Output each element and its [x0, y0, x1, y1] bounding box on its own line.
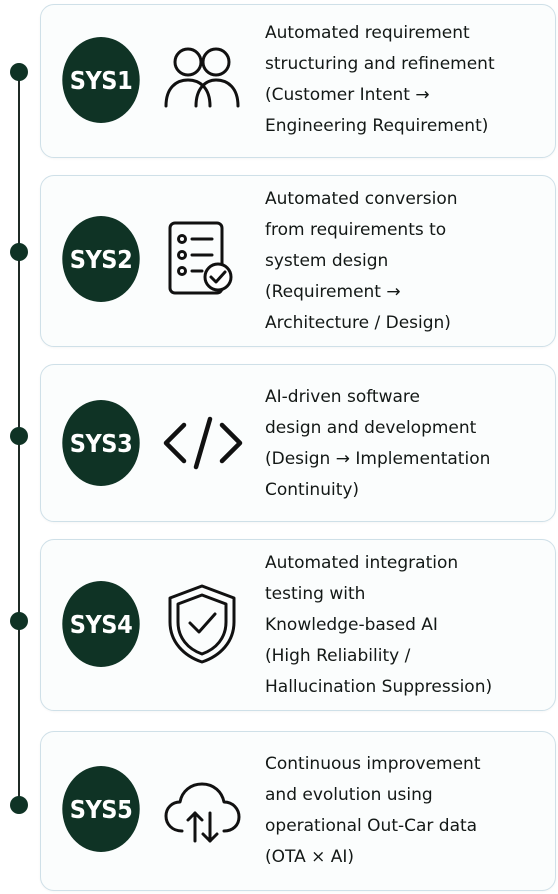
people-icon — [159, 37, 245, 123]
description-line: AI-driven software — [265, 387, 420, 407]
step-description: Automated integration testing with Knowl… — [265, 548, 545, 703]
step-card-sys1: SYS1 Automated requirement structuring a… — [40, 4, 556, 158]
code-icon — [159, 400, 245, 486]
description-line: (Design → Implementation — [265, 449, 491, 469]
timeline-dot-1 — [10, 63, 28, 81]
description-line: structuring and refinement — [265, 54, 495, 74]
description-line: and evolution using — [265, 785, 433, 805]
description-line: system design — [265, 251, 389, 271]
step-card-sys5: SYS5 Continuous improvement and evolutio… — [40, 731, 556, 891]
description-line: Engineering Requirement) — [265, 116, 489, 136]
step-badge: SYS1 — [62, 37, 140, 123]
timeline-dot-2 — [10, 243, 28, 261]
description-line: Automated requirement — [265, 23, 470, 43]
cloud-sync-icon — [159, 766, 245, 852]
step-description: Automated conversion from requirements t… — [265, 184, 545, 339]
description-line: Automated integration — [265, 553, 459, 573]
step-badge: SYS4 — [62, 581, 140, 667]
step-card-sys3: SYS3 AI-driven software design and devel… — [40, 364, 556, 522]
timeline-dot-5 — [10, 796, 28, 814]
description-line: Knowledge-based AI — [265, 615, 438, 635]
description-line: (OTA × AI) — [265, 847, 355, 867]
description-line: (Requirement → — [265, 282, 401, 302]
description-line: Continuous improvement — [265, 754, 481, 774]
step-description: AI-driven software design and developmen… — [265, 382, 545, 506]
description-line: from requirements to — [265, 220, 447, 240]
step-badge: SYS5 — [62, 766, 140, 852]
shield-check-icon — [159, 581, 245, 667]
description-line: Hallucination Suppression) — [265, 677, 493, 697]
checklist-icon — [159, 216, 245, 302]
description-line: Continuity) — [265, 480, 360, 500]
step-badge: SYS2 — [62, 216, 140, 302]
step-card-sys4: SYS4 Automated integration testing with … — [40, 539, 556, 711]
description-line: testing with — [265, 584, 366, 604]
step-description: Automated requirement structuring and re… — [265, 18, 545, 142]
step-badge: SYS3 — [62, 400, 140, 486]
step-description: Continuous improvement and evolution usi… — [265, 749, 545, 873]
description-line: Automated conversion — [265, 189, 458, 209]
description-line: (High Reliability / — [265, 646, 411, 666]
description-line: Architecture / Design) — [265, 313, 451, 333]
step-card-sys2: SYS2 Automated conversion from requireme… — [40, 175, 556, 347]
description-line: operational Out-Car data — [265, 816, 478, 836]
timeline-dot-4 — [10, 612, 28, 630]
description-line: design and development — [265, 418, 477, 438]
description-line: (Customer Intent → — [265, 85, 430, 105]
timeline-dot-3 — [10, 427, 28, 445]
